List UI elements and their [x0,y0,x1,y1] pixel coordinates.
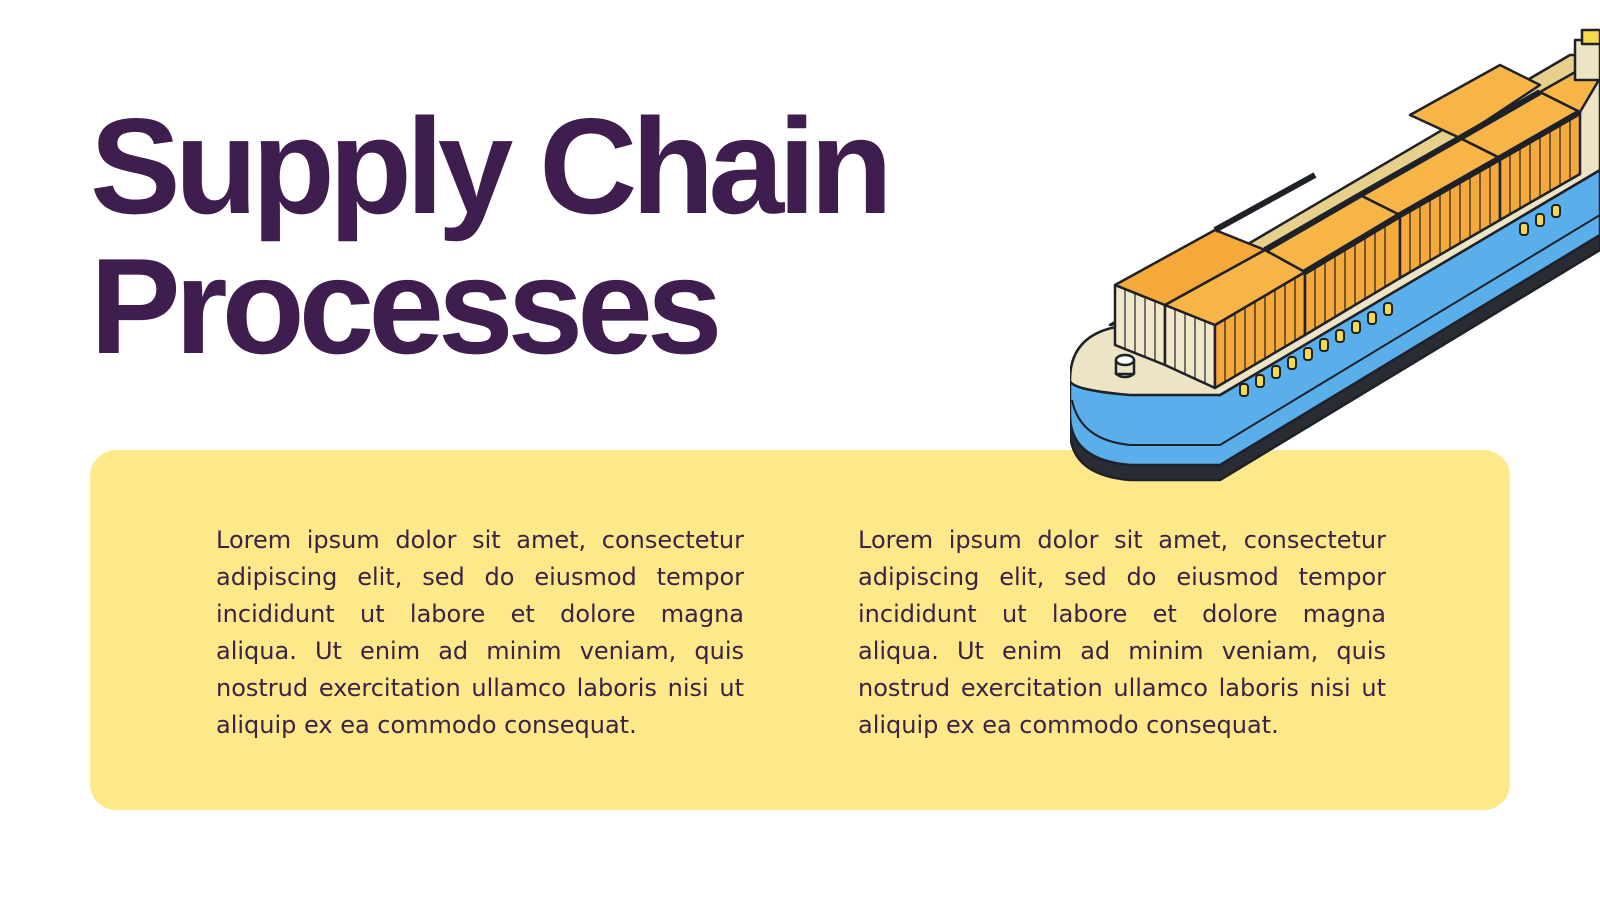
content-panel: Lorem ipsum dolor sit amet, consectetur … [90,450,1510,810]
container-ship-icon [1070,28,1600,482]
title-line-2: Processes [90,230,723,382]
paragraph-left: Lorem ipsum dolor sit amet, consectetur … [216,526,744,739]
title-line-1: Supply Chain [90,90,893,242]
slide-title: Supply Chain Processes [90,90,893,382]
paragraph-right: Lorem ipsum dolor sit amet, consectetur … [858,526,1386,739]
